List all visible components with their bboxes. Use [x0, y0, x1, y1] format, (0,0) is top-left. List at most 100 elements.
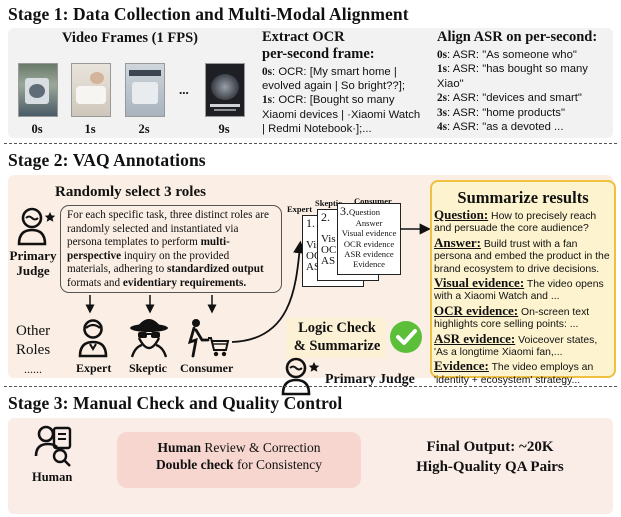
skeptic-icon [128, 316, 170, 358]
review-bold: Human [157, 440, 201, 455]
summary-item-evidence: Evidence: The video employs an 'identity… [434, 358, 614, 387]
consumer-icon [186, 318, 230, 358]
card-field: Evidence [353, 259, 385, 270]
roles-to-cards-arrow [231, 240, 306, 343]
card-peek: OC [321, 244, 337, 256]
frame-label-2: 2s [138, 122, 150, 136]
review-line-2: Double check for Consistency [117, 456, 361, 473]
human-label: Human [32, 470, 73, 484]
summary-items: Question: How to precisely reach and per… [434, 208, 614, 387]
primary-judge-label-line-1: Primary [9, 248, 57, 263]
other-roles-line-1: Other [16, 323, 51, 339]
ocr-lines: 0s: OCR: [My smart home | evolved again … [262, 65, 420, 136]
asr-sec: 1s [437, 63, 448, 76]
stage2-title: Stage 2: VAQ Annotations [8, 150, 206, 170]
ocr-line: evolved again | So bright??]; [262, 79, 420, 93]
summary-label: Evidence: [434, 358, 489, 374]
role-label-consumer: Consumer [180, 361, 234, 375]
asr-line: 2s: ASR: "devices and smart" [437, 91, 588, 105]
summary-item-asr: ASR evidence: Voiceover states, 'As a lo… [434, 330, 614, 360]
video-frame-0 [18, 63, 58, 117]
card-role-expert: Expert [287, 204, 313, 214]
card-field: Answer [355, 218, 383, 228]
video-frame-2 [125, 63, 165, 117]
asr-text: : ASR: "as a devoted ... [447, 121, 564, 134]
review-bold: Double check [155, 457, 234, 472]
card-peek: Vis [321, 233, 336, 245]
expert-icon [78, 318, 108, 358]
role-description-box: For each specific task, three distinct r… [60, 205, 282, 293]
summary-text: Voiceover states, 'As a longtime Xiaomi … [434, 334, 598, 359]
video-frame-1 [71, 63, 111, 117]
asr-line: 0s: ASR: "As someone who" [437, 48, 588, 62]
asr-line: 1s: ASR: "has bought so many [437, 62, 588, 76]
summary-text: The video opens with a Xiaomi Watch and … [434, 279, 604, 303]
card-peek: ASR [306, 262, 360, 273]
ocr-heading-line-1: Extract OCR [262, 29, 345, 45]
card-field: Visual evidence [341, 228, 397, 239]
summary-text: How to precisely reach and persuade the … [434, 211, 597, 235]
primary-judge-icon [16, 206, 60, 246]
asr-sec: 0s [437, 49, 448, 61]
summary-item-question: Question: How to precisely reach and per… [434, 208, 614, 236]
frames-ellipsis: ... [179, 82, 189, 97]
randomly-select-heading: Randomly select 3 roles [55, 184, 206, 200]
summary-label: OCR evidence: [434, 302, 519, 318]
summary-label: ASR evidence: [434, 330, 516, 346]
ocr-text: | Redmi Notebook·];... [262, 122, 372, 135]
ocr-line: 1s: OCR: [Bought so many [262, 93, 420, 107]
final-output-line-1: Final Output: ~20K [426, 439, 554, 455]
cards-to-summary-arrow [400, 223, 431, 235]
summary-text: On-screen text highlights core selling p… [434, 306, 590, 331]
review-rest: for Consistency [233, 457, 323, 472]
card-number: 2. [321, 210, 330, 224]
checkmark-icon [389, 320, 423, 354]
summary-label: Answer: [434, 234, 481, 250]
desc-bold: standardized output [167, 263, 264, 276]
other-roles-label: Other Roles [16, 322, 50, 360]
asr-sec: 2s [437, 92, 448, 105]
stage1-title: Stage 1: Data Collection and Multi-Modal… [8, 4, 409, 24]
review-box [117, 432, 361, 488]
ocr-text: : OCR: [Bought so many [272, 94, 395, 107]
summary-item-answer: Answer: Build trust with a fan persona a… [434, 234, 614, 276]
asr-line: 4s: ASR: "as a devoted ... [437, 120, 588, 134]
final-output-line-2: High-Quality QA Pairs [416, 459, 564, 475]
ocr-sec: 1s [262, 94, 273, 107]
card-role-consumer: Consumer [354, 196, 392, 206]
ocr-sec: 0s [262, 66, 273, 78]
logic-check-box [286, 318, 386, 358]
summary-text: The video employs an 'identity + ecosyst… [434, 362, 594, 386]
asr-sec: 4s [437, 121, 448, 134]
summary-label: Visual evidence: [434, 275, 525, 291]
desc-text: For each specific task, three distinct r… [67, 209, 269, 249]
review-line-1: Human Review & Correction [117, 439, 361, 456]
video-frame-9 [205, 63, 245, 117]
ocr-line: Xiaomi devices | ·Xiaomi Watch [262, 108, 420, 122]
ocr-heading-line-2: per-second frame: [262, 46, 375, 62]
role-card-consumer: 3.Question Answer Visual evidence OCR ev… [337, 203, 401, 275]
asr-lines: 0s: ASR: "As someone who" 1s: ASR: "has … [437, 48, 588, 134]
ocr-heading: Extract OCR per-second frame: [262, 29, 375, 63]
ocr-text: Xiaomi devices | ·Xiaomi Watch [262, 108, 421, 121]
asr-text: : ASR: "devices and smart" [447, 92, 582, 105]
card-field: Question [349, 207, 381, 217]
asr-text: : ASR: "has bought so many [447, 63, 588, 76]
video-frames-heading: Video Frames (1 FPS) [62, 30, 198, 46]
asr-text: Xiao" [437, 77, 464, 90]
desc-text: inquiry on the provided materials, adher… [67, 249, 230, 276]
card-number: 3. [340, 204, 349, 218]
asr-line: Xiao" [437, 77, 588, 91]
desc-bold: evidentiary requirements. [122, 276, 247, 289]
frame-label-0: 0s [31, 122, 43, 136]
summary-box [430, 180, 616, 378]
card-role-skeptic: Skeptic [315, 198, 342, 208]
card-peek: AS [321, 255, 336, 267]
logic-check-line-1: Logic Check [298, 320, 376, 336]
card-number: 1. [306, 216, 315, 230]
asr-line: 3s: ASR: "home products" [437, 106, 588, 120]
final-output: Final Output: ~20K High-Quality QA Pairs [395, 437, 585, 477]
primary-judge-label: Primary Judge [8, 248, 58, 278]
asr-text: : ASR: "As someone who" [447, 49, 577, 61]
desc-bold: multi-perspective [67, 236, 230, 262]
